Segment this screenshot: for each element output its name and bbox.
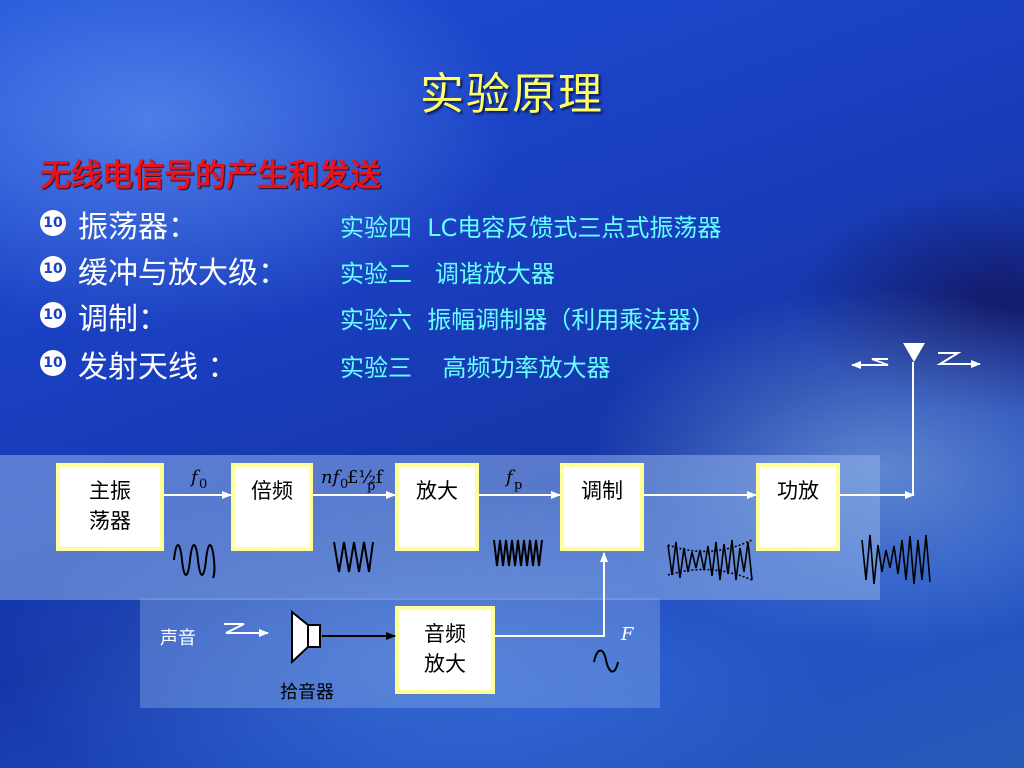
antenna-icon xyxy=(851,343,981,369)
waveform-multiplied xyxy=(333,541,374,573)
signal-connections xyxy=(164,362,915,640)
microphone-icon xyxy=(291,609,321,665)
svg-text:0: 0 xyxy=(340,477,348,492)
waveform-power-output xyxy=(861,534,931,585)
item-label: 缓冲与放大级： xyxy=(78,256,288,291)
item-label: 调制： xyxy=(78,302,168,337)
slide-title: 实验原理 xyxy=(420,69,604,120)
block-label: 音频 xyxy=(424,622,466,646)
item-experiment: 实验三 高频功率放大器 xyxy=(340,354,611,382)
waveform-oscillator xyxy=(173,544,216,579)
item-experiment: 实验六 振幅调制器（利用乘法器） xyxy=(340,306,716,334)
bullet-icon: 10 xyxy=(40,302,66,328)
block-label: 调制 xyxy=(581,479,623,503)
block-label: 倍频 xyxy=(251,479,293,503)
block-label: 功放 xyxy=(777,479,819,503)
block-audio-amp: 音频 放大 xyxy=(395,606,495,694)
svg-text:£½f: £½f xyxy=(347,467,384,488)
svg-text:nf: nf xyxy=(321,467,343,488)
svg-text:0: 0 xyxy=(199,477,207,492)
signal-label-audio: F xyxy=(620,624,635,645)
block-modulator: 调制 xyxy=(560,463,644,551)
item-experiment: 实验四 LC电容反馈式三点式振荡器 xyxy=(340,214,722,242)
block-amplifier: 放大 xyxy=(395,463,479,551)
item-experiment: 实验二 调谐放大器 xyxy=(340,260,555,288)
bullet-icon: 10 xyxy=(40,210,66,236)
block-label: 主振 xyxy=(89,479,131,503)
section-subtitle: 无线电信号的产生和发送 xyxy=(40,158,381,194)
waveform-am-modulated xyxy=(667,539,753,581)
block-label: 放大 xyxy=(424,652,466,676)
bullet-icon: 10 xyxy=(40,256,66,282)
block-oscillator: 主振 荡器 xyxy=(56,463,164,551)
item-label: 振荡器： xyxy=(78,210,198,245)
sound-wave-icon xyxy=(224,623,269,637)
svg-text:p: p xyxy=(514,478,522,493)
waveform-audio xyxy=(593,649,619,673)
bullet-icon: 10 xyxy=(40,350,66,376)
block-label: 放大 xyxy=(416,479,458,503)
waveform-amplified xyxy=(493,539,543,567)
item-label: 发射天线 ： xyxy=(78,350,238,385)
microphone-label: 拾音器 xyxy=(280,682,334,703)
block-multiplier: 倍频 xyxy=(231,463,313,551)
sound-label: 声音 xyxy=(160,628,196,649)
block-label: 荡器 xyxy=(89,509,131,533)
signal-label-nf0: nf 0 £½f p xyxy=(321,467,384,494)
svg-text:p: p xyxy=(367,479,375,494)
block-power-amp: 功放 xyxy=(756,463,840,551)
